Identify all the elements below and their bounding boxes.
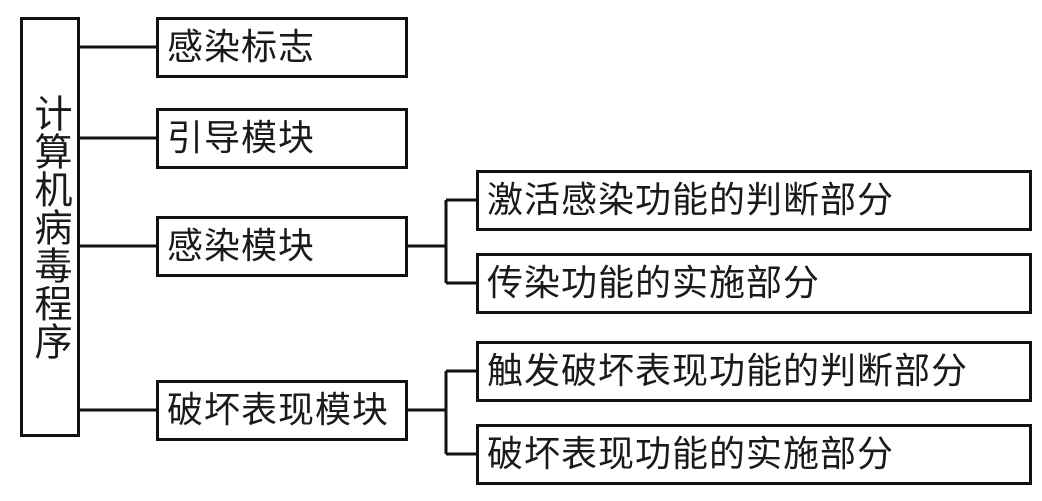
submodule-label: 触发破坏表现功能的判断部分	[487, 350, 969, 392]
module-destruction: 破坏表现模块	[156, 380, 408, 441]
submodule-destruction-execution: 破坏表现功能的实施部分	[476, 424, 1032, 485]
module-label: 感染模块	[167, 225, 316, 267]
module-label: 引导模块	[167, 117, 316, 159]
submodule-label: 激活感染功能的判断部分	[487, 179, 895, 221]
submodule-label: 传染功能的实施部分	[487, 262, 821, 304]
submodule-infection-execution: 传染功能的实施部分	[476, 253, 1032, 314]
module-label: 破坏表现模块	[167, 389, 390, 431]
module-infection-marker: 感染标志	[156, 17, 408, 78]
root-label: 计算机病毒程序	[28, 94, 72, 360]
module-label: 感染标志	[167, 26, 316, 68]
submodule-infection-trigger-check: 激活感染功能的判断部分	[476, 170, 1032, 231]
root-node: 计算机病毒程序	[20, 17, 80, 437]
submodule-label: 破坏表现功能的实施部分	[487, 433, 895, 475]
module-infection: 感染模块	[156, 216, 408, 277]
submodule-destruction-trigger-check: 触发破坏表现功能的判断部分	[476, 341, 1032, 402]
module-boot: 引导模块	[156, 108, 408, 169]
